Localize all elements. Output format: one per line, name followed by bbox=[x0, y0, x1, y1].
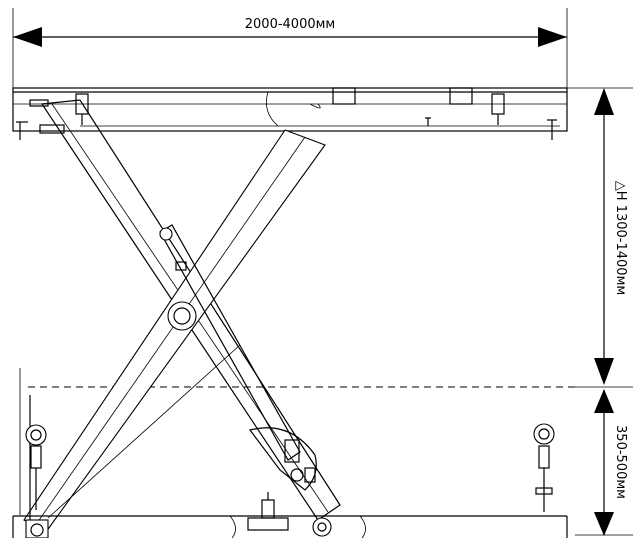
left-guide bbox=[19, 368, 47, 520]
width-label: 2000-4000мм bbox=[245, 17, 335, 32]
base-frame bbox=[12, 492, 568, 538]
width-arrow-right-icon bbox=[538, 27, 567, 47]
scissor-arm-b bbox=[23, 129, 326, 533]
lift-height-label: △H 1300-1400мм bbox=[613, 181, 628, 295]
closed-arrow-top-icon bbox=[594, 389, 614, 413]
height-dimensions: △H 1300-1400мм 350-500мм bbox=[567, 87, 633, 536]
right-guide bbox=[533, 423, 555, 512]
center-pivot bbox=[167, 301, 197, 331]
width-arrow-left-icon bbox=[13, 27, 42, 47]
closed-height-label: 350-500мм bbox=[613, 425, 628, 499]
width-dimension: 2000-4000мм bbox=[12, 8, 568, 88]
closed-arrow-bottom-icon bbox=[594, 512, 614, 536]
lift-arrow-bottom-icon bbox=[594, 358, 614, 385]
lift-arrow-top-icon bbox=[594, 88, 614, 115]
hydraulic-cylinder bbox=[159, 224, 317, 491]
top-platform bbox=[12, 87, 568, 148]
